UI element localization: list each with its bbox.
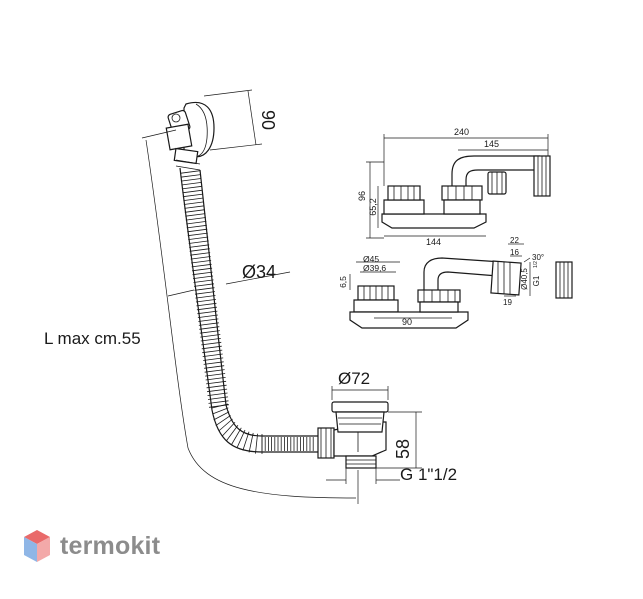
label-thread: G 1"1/2 — [400, 465, 457, 484]
label-drain-height: 58 — [393, 439, 413, 459]
label-16: 16 — [510, 248, 519, 257]
label-hose-diameter: Ø34 — [242, 262, 276, 282]
trap-view-top: 240 145 96 65,2 144 — [357, 127, 551, 247]
dimension-thread: G 1"1/2 — [326, 465, 457, 484]
label-19: 19 — [503, 298, 512, 307]
label-g1-sup: 1/2 — [533, 261, 539, 268]
hose-nut — [317, 427, 335, 459]
label-145: 145 — [484, 139, 499, 149]
brand-logo: termokit — [22, 528, 160, 564]
label-240: 240 — [454, 127, 469, 137]
label-144: 144 — [426, 237, 441, 247]
dimension-length-arc: L max cm.55 — [44, 129, 359, 504]
label-g1: G1 — [532, 275, 541, 286]
label-d45: Ø45 — [363, 254, 379, 264]
dimension-overflow-height: 90 — [203, 89, 278, 151]
trap-view-bottom: Ø45 Ø39,6 6,5 90 22 16 30° Ø40,5 G1 1/2 … — [338, 236, 573, 329]
label-96: 96 — [357, 191, 367, 201]
hose-corrugation — [179, 170, 314, 454]
dimension-hose-diameter: Ø34 — [167, 262, 291, 297]
label-length: L max cm.55 — [44, 329, 141, 348]
label-d39-6: Ø39,6 — [363, 263, 386, 273]
label-d40-5: Ø40,5 — [520, 268, 529, 290]
brand-cube-icon — [24, 530, 50, 562]
label-30-deg: 30° — [532, 253, 544, 262]
label-90: 90 — [402, 317, 412, 327]
dimension-drain-diameter: Ø72 — [331, 369, 389, 400]
label-22: 22 — [510, 236, 519, 245]
label-6-5: 6,5 — [338, 276, 348, 288]
brand-name: termokit — [60, 531, 161, 560]
label-65-2: 65,2 — [368, 198, 378, 216]
drain-fitting — [331, 401, 389, 469]
label-drain-diameter: Ø72 — [338, 369, 370, 388]
label-height-90: 90 — [258, 110, 278, 130]
dimension-drain-height: 58 — [376, 411, 422, 469]
overflow-hose — [179, 167, 330, 454]
overflow-head — [165, 101, 215, 171]
